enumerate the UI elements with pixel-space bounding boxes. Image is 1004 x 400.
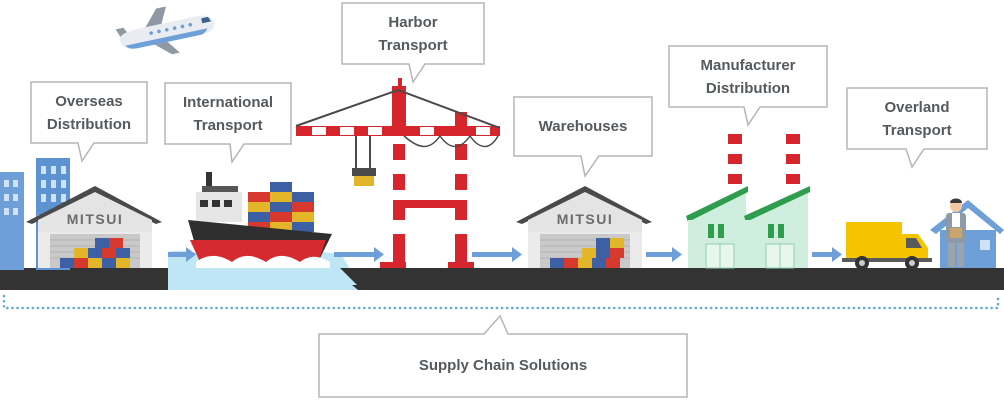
supply-chain-bracket <box>2 294 1000 310</box>
crane-icon <box>295 78 501 268</box>
truck-icon <box>842 222 932 270</box>
container-stack <box>60 238 130 268</box>
flow-arrow <box>812 247 842 262</box>
callout-label: Manufacturer <box>700 56 796 74</box>
callout-label: Harbor <box>388 13 438 31</box>
callout-label: Warehouses <box>538 118 628 135</box>
container-stack <box>248 182 314 232</box>
warehouse-sign: MITSUI <box>67 211 123 227</box>
callout-overland-transport: Overland Transport <box>846 87 988 171</box>
callout-label: Transport <box>193 116 263 134</box>
ship-icon <box>188 172 332 268</box>
callout-label: Transport <box>882 121 952 139</box>
callout-manufacturer-distribution: Manufacturer Distribution <box>668 45 828 129</box>
person-icon <box>946 198 966 267</box>
callout-label: Overseas <box>55 92 123 110</box>
container-stack <box>550 238 624 268</box>
callout-label: Distribution <box>46 115 132 133</box>
flow-arrow <box>472 247 522 262</box>
ground <box>0 268 168 290</box>
airplane-icon <box>115 6 215 55</box>
callout-label: International <box>182 93 273 111</box>
flow-arrow <box>646 247 682 262</box>
callout-label: Overland <box>884 98 950 116</box>
callout-label: Transport <box>378 36 448 54</box>
ground <box>340 268 1004 290</box>
warehouse-sign: MITSUI <box>557 211 613 227</box>
callout-label: Distribution <box>705 79 791 97</box>
callout-supply-chain-solutions: Supply Chain Solutions <box>318 314 688 398</box>
callout-label: Supply Chain Solutions <box>418 357 588 374</box>
callout-warehouses: Warehouses <box>513 96 653 180</box>
house-icon <box>930 200 1004 268</box>
flow-arrow <box>168 247 196 262</box>
warehouse-icon: MITSUI <box>516 186 652 268</box>
callout-international-transport: International Transport <box>164 82 292 166</box>
callout-harbor-transport: Harbor Transport <box>341 2 485 84</box>
flow-arrow <box>334 247 384 262</box>
callout-overseas-distribution: Overseas Distribution <box>30 81 148 165</box>
factory-icon <box>686 134 810 269</box>
warehouse-icon: MITSUI <box>26 186 162 268</box>
